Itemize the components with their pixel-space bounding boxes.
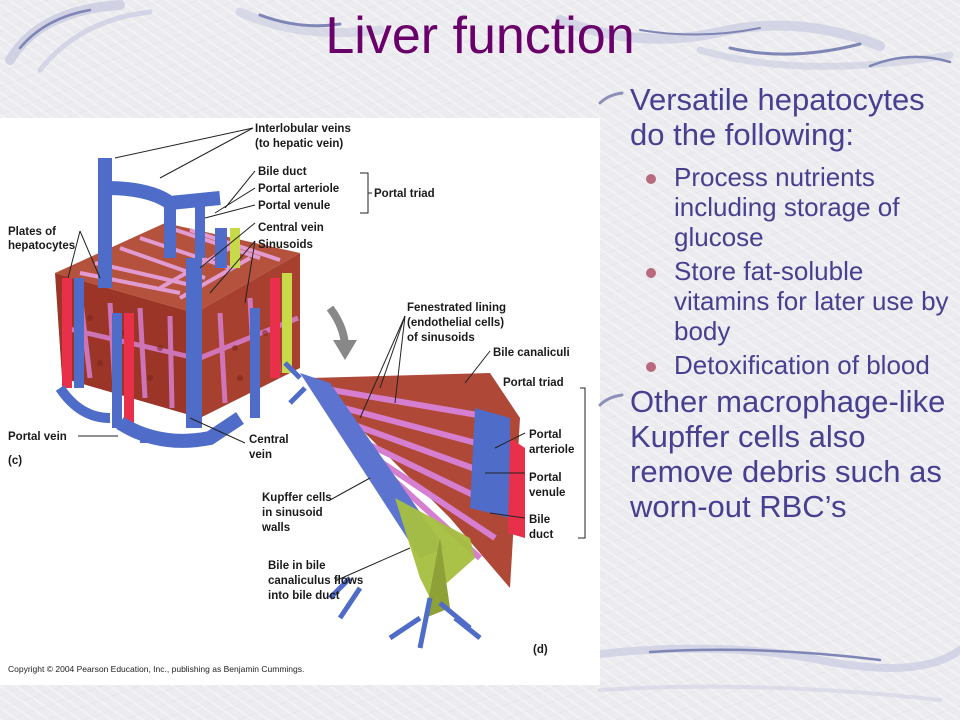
label-portal-triad-d: Portal triad bbox=[503, 377, 564, 389]
quill-bullet-icon bbox=[598, 91, 624, 105]
label-interlobular-veins: Interlobular veins bbox=[255, 123, 351, 135]
label-bile-flow-1: Bile in bile bbox=[268, 560, 326, 572]
bullet-item: Other macrophage-like Kupffer cells also… bbox=[596, 384, 956, 524]
label-portal-vein: Portal vein bbox=[8, 431, 67, 443]
label-kupffer-2: in sinusoid bbox=[262, 507, 323, 519]
dot-bullet-icon bbox=[646, 268, 656, 278]
label-bile-canaliculi: Bile canaliculi bbox=[493, 347, 570, 359]
label-bile-duct-d-1: Bile bbox=[529, 514, 550, 526]
bullet-item: Versatile hepatocytes do the following: bbox=[596, 82, 956, 152]
label-central: Central bbox=[249, 434, 289, 446]
sinusoid-wedge bbox=[283, 361, 525, 649]
leader-lines bbox=[67, 127, 586, 582]
liver-lobule-illustration: Interlobular veins (to hepatic vein) Bil… bbox=[8, 123, 586, 674]
sub-bullet-text: Process nutrients including storage of g… bbox=[674, 162, 900, 252]
label-to-hepatic-vein: (to hepatic vein) bbox=[255, 138, 343, 150]
sub-bullet-item: Process nutrients including storage of g… bbox=[596, 162, 956, 252]
sub-bullet-text: Store fat-soluble vitamins for later use… bbox=[674, 256, 949, 346]
bullet-list: Versatile hepatocytes do the following: … bbox=[596, 82, 956, 534]
label-portal-triad: Portal triad bbox=[374, 188, 435, 200]
label-central-vein: Central vein bbox=[258, 222, 324, 234]
label-sinusoids: Sinusoids bbox=[258, 239, 313, 251]
copyright-text: Copyright © 2004 Pearson Education, Inc.… bbox=[8, 664, 304, 674]
label-bile-duct: Bile duct bbox=[258, 166, 307, 178]
label-kupffer-3: walls bbox=[261, 522, 290, 534]
label-portal-venule: Portal venule bbox=[258, 200, 330, 212]
sub-bullet-item: Detoxification of blood bbox=[596, 350, 956, 380]
label-hepatocytes: hepatocytes bbox=[8, 240, 75, 252]
label-portal-arteriole-1: Portal bbox=[529, 429, 562, 441]
label-portal-arteriole: Portal arteriole bbox=[258, 183, 339, 195]
label-kupffer-1: Kupffer cells bbox=[262, 492, 332, 504]
lobule-block bbox=[55, 158, 300, 448]
bullet-text: Other macrophage-like Kupffer cells also… bbox=[630, 384, 946, 524]
label-panel-c: (c) bbox=[8, 455, 22, 467]
liver-diagram: Interlobular veins (to hepatic vein) Bil… bbox=[0, 118, 600, 685]
label-panel-d: (d) bbox=[533, 644, 548, 656]
label-bile-duct-d-2: duct bbox=[529, 529, 553, 541]
slide-title: Liver function bbox=[325, 7, 635, 65]
label-bile-flow-3: into bile duct bbox=[268, 590, 340, 602]
bullet-text: Versatile hepatocytes do the following: bbox=[630, 82, 925, 152]
label-portal-arteriole-2: arteriole bbox=[529, 444, 574, 456]
sub-bullet-item: Store fat-soluble vitamins for later use… bbox=[596, 256, 956, 346]
dot-bullet-icon bbox=[646, 362, 656, 372]
label-vein: vein bbox=[249, 449, 272, 461]
label-plates-of: Plates of bbox=[8, 226, 56, 238]
label-portal-venule-2: venule bbox=[529, 487, 565, 499]
label-of-sinusoids: of sinusoids bbox=[407, 332, 475, 344]
dot-bullet-icon bbox=[646, 174, 656, 184]
label-fenestrated-lining: Fenestrated lining bbox=[407, 302, 506, 314]
label-portal-venule-1: Portal bbox=[529, 472, 562, 484]
label-endothelial-cells: (endothelial cells) bbox=[407, 317, 504, 329]
quill-bullet-icon bbox=[598, 393, 624, 407]
label-bile-flow-2: canaliculus flows bbox=[268, 575, 363, 587]
sub-bullet-text: Detoxification of blood bbox=[674, 350, 930, 380]
